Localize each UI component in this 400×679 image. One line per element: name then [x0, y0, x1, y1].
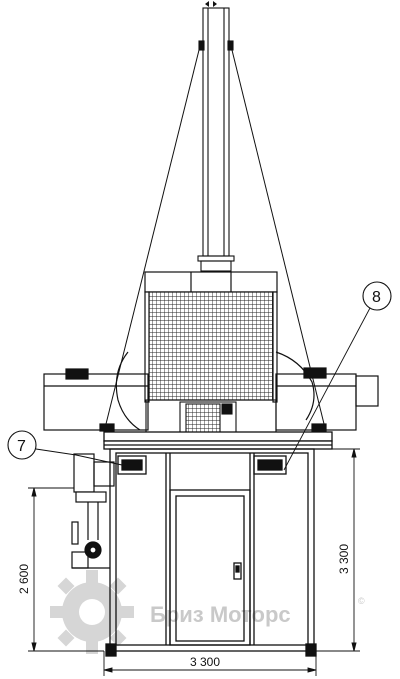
container-roof — [103, 431, 333, 450]
callout-7-label: 7 — [17, 438, 26, 455]
exhaust-stack — [197, 1, 235, 272]
side-muffler — [71, 453, 115, 569]
height-right-dimension-label: 3 300 — [337, 544, 351, 574]
gear-icon — [50, 570, 134, 654]
watermark-brand: Бриз Моторс — [150, 602, 291, 627]
container-door — [169, 489, 251, 646]
engine-block — [145, 399, 277, 437]
callout-8-label: 8 — [372, 289, 381, 306]
watermark-copyright: © — [358, 596, 365, 606]
callout-7: 7 — [7, 430, 123, 466]
height-left-dimension-label: 2 600 — [17, 564, 31, 594]
watermark: Бриз Моторс © — [50, 570, 365, 654]
radiator — [144, 271, 278, 403]
callout-8: 8 — [283, 281, 392, 471]
dimension-lines — [28, 448, 360, 676]
width-dimension-label: 3 300 — [190, 655, 220, 669]
